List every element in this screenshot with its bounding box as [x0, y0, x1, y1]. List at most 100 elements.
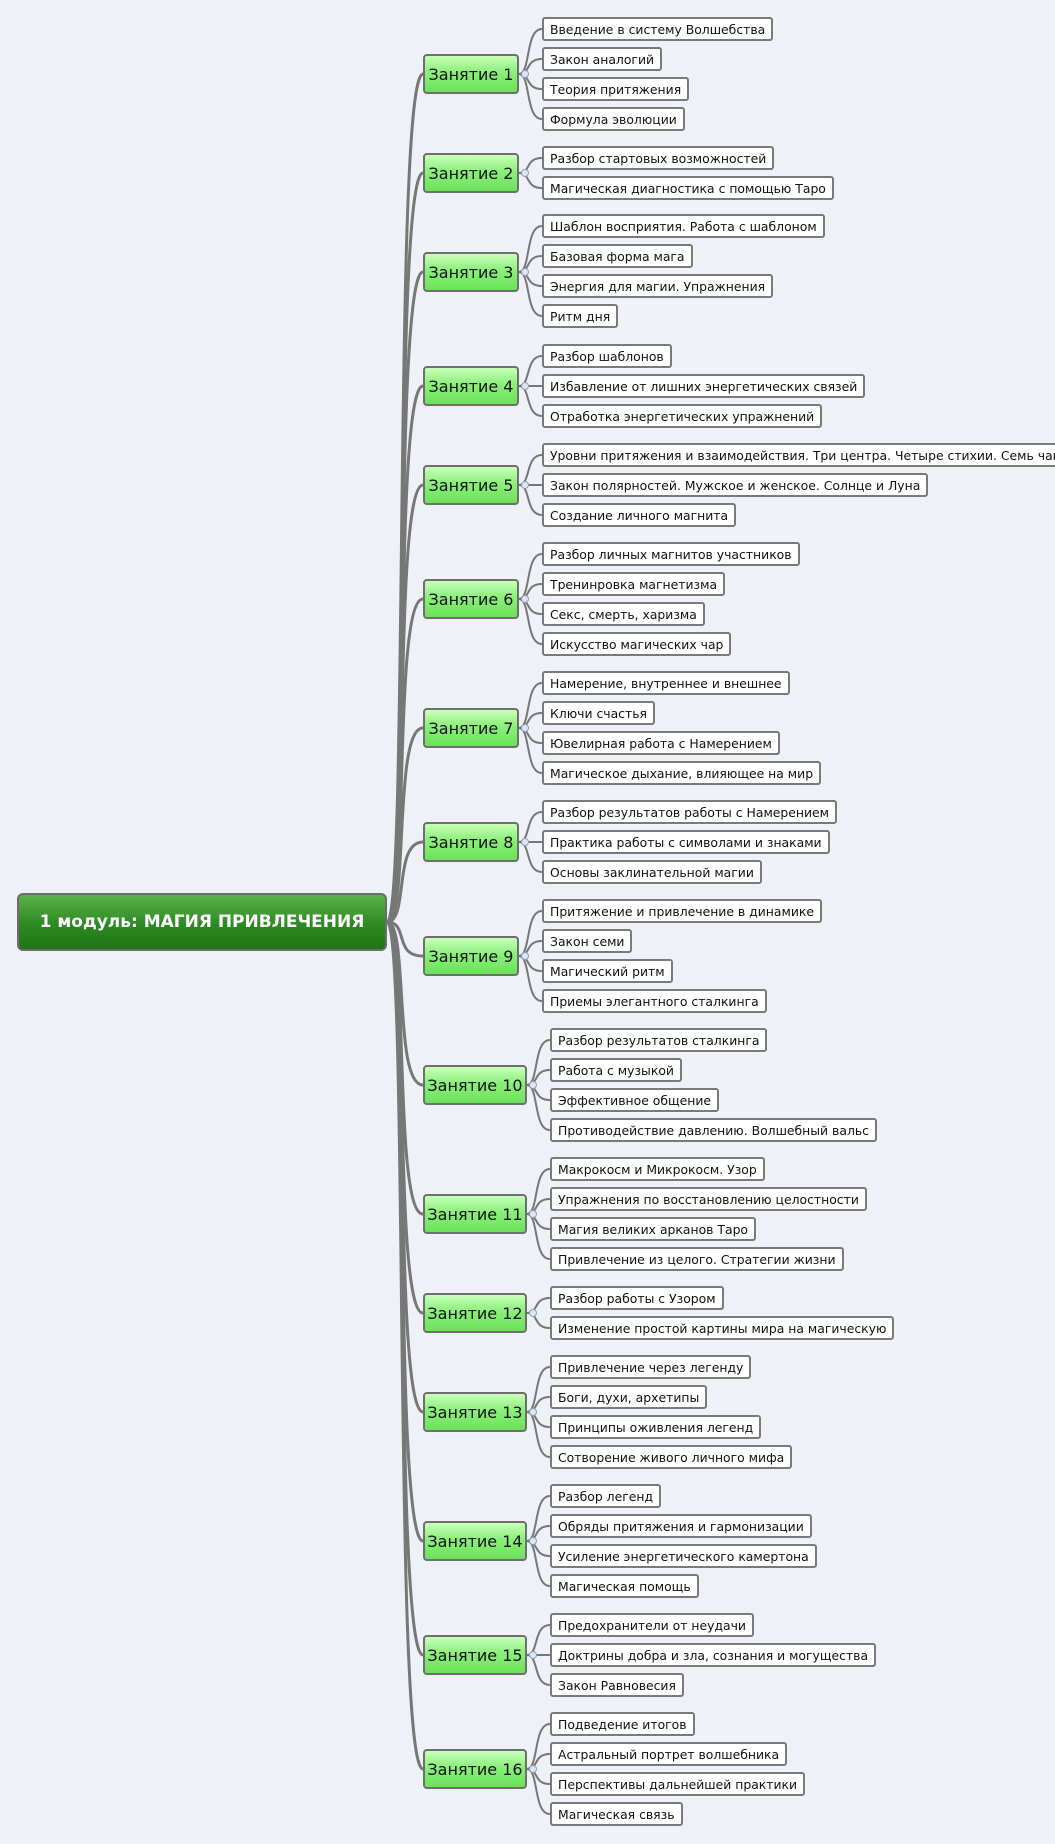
- topic-16-3[interactable]: Перспективы дальнейшей практики: [550, 1772, 806, 1796]
- lesson-node-5[interactable]: Занятие 5: [423, 465, 519, 505]
- connector-line: [526, 1768, 551, 1815]
- lesson-node-10[interactable]: Занятие 10: [423, 1065, 527, 1105]
- lesson-node-4[interactable]: Занятие 4: [423, 366, 519, 406]
- collapse-toggle-icon[interactable]: [521, 70, 529, 78]
- topic-6-4[interactable]: Искусство магических чар: [542, 632, 732, 656]
- topic-16-1[interactable]: Подведение итогов: [550, 1712, 695, 1736]
- lesson-node-2[interactable]: Занятие 2: [423, 153, 519, 193]
- connector-line: [518, 841, 543, 873]
- topic-10-3[interactable]: Эффективное общение: [550, 1088, 720, 1112]
- connector-line: [518, 598, 543, 645]
- topic-7-2[interactable]: Ключи счастья: [542, 701, 655, 725]
- topic-14-2[interactable]: Обряды притяжения и гармонизации: [550, 1514, 812, 1538]
- topic-2-2[interactable]: Магическая диагностика с помощью Таро: [542, 176, 834, 200]
- topic-5-1[interactable]: Уровни притяжения и взаимодействия. Три …: [542, 443, 1055, 467]
- topic-3-1[interactable]: Шаблон восприятия. Работа с шаблоном: [542, 214, 825, 238]
- topic-7-4[interactable]: Магическое дыхание, влияющее на мир: [542, 761, 822, 785]
- topic-10-1[interactable]: Разбор результатов сталкинга: [550, 1028, 768, 1052]
- topic-10-2[interactable]: Работа с музыкой: [550, 1058, 682, 1082]
- collapse-toggle-icon[interactable]: [529, 1651, 537, 1659]
- topic-6-1[interactable]: Разбор личных магнитов участников: [542, 542, 800, 566]
- topic-1-2[interactable]: Закон аналогий: [542, 47, 663, 71]
- lesson-node-3[interactable]: Занятие 3: [423, 252, 519, 292]
- collapse-toggle-icon[interactable]: [529, 1210, 537, 1218]
- topic-14-4[interactable]: Магическая помощь: [550, 1574, 699, 1598]
- topic-9-4[interactable]: Приемы элегантного сталкинга: [542, 989, 767, 1013]
- topic-14-1[interactable]: Разбор легенд: [550, 1484, 662, 1508]
- collapse-toggle-icon[interactable]: [529, 1408, 537, 1416]
- topic-4-2[interactable]: Избавление от лишних энергетических связ…: [542, 374, 866, 398]
- topic-13-1[interactable]: Привлечение через легенду: [550, 1355, 752, 1379]
- topic-7-1[interactable]: Намерение, внутреннее и внешнее: [542, 671, 790, 695]
- topic-12-1[interactable]: Разбор работы с Узором: [550, 1286, 724, 1310]
- topic-15-2[interactable]: Доктрины добра и зла, сознания и могущес…: [550, 1643, 877, 1667]
- collapse-toggle-icon[interactable]: [521, 169, 529, 177]
- topic-1-3[interactable]: Теория притяжения: [542, 77, 690, 101]
- topic-13-4[interactable]: Сотворение живого личного мифа: [550, 1445, 793, 1469]
- topic-1-1[interactable]: Введение в систему Волшебства: [542, 17, 774, 41]
- lesson-node-8[interactable]: Занятие 8: [423, 822, 519, 862]
- topic-5-3[interactable]: Создание личного магнита: [542, 503, 737, 527]
- topic-11-3[interactable]: Магия великих арканов Таро: [550, 1217, 757, 1241]
- connector-line: [386, 920, 424, 958]
- topic-8-3[interactable]: Основы заклинательной магии: [542, 860, 762, 884]
- topic-16-2[interactable]: Астральный портрет волшебника: [550, 1742, 788, 1766]
- topic-15-3[interactable]: Закон Равновесия: [550, 1673, 684, 1697]
- topic-8-2[interactable]: Практика работы с символами и знаками: [542, 830, 830, 854]
- topic-1-4[interactable]: Формула эволюции: [542, 107, 685, 131]
- collapse-toggle-icon[interactable]: [529, 1537, 537, 1545]
- collapse-toggle-icon[interactable]: [521, 595, 529, 603]
- topic-15-1[interactable]: Предохранители от неудачи: [550, 1613, 754, 1637]
- topic-9-3[interactable]: Магический ритм: [542, 959, 673, 983]
- collapse-toggle-icon[interactable]: [529, 1765, 537, 1773]
- collapse-toggle-icon[interactable]: [521, 268, 529, 276]
- lesson-node-6[interactable]: Занятие 6: [423, 579, 519, 619]
- root-topic[interactable]: 1 модуль: МАГИЯ ПРИВЛЕЧЕНИЯ: [17, 893, 387, 951]
- connector-line: [526, 1495, 551, 1542]
- topic-7-3[interactable]: Ювелирная работа с Намерением: [542, 731, 780, 755]
- collapse-toggle-icon[interactable]: [521, 382, 529, 390]
- lesson-node-9[interactable]: Занятие 9: [423, 936, 519, 976]
- connector-line: [518, 811, 543, 843]
- collapse-toggle-icon[interactable]: [529, 1309, 537, 1317]
- collapse-toggle-icon[interactable]: [521, 838, 529, 846]
- topic-12-2[interactable]: Изменение простой картины мира на магиче…: [550, 1316, 895, 1340]
- topic-16-4[interactable]: Магическая связь: [550, 1802, 683, 1826]
- collapse-toggle-icon[interactable]: [529, 1081, 537, 1089]
- collapse-toggle-icon[interactable]: [521, 952, 529, 960]
- connector-line: [526, 1723, 551, 1770]
- topic-11-1[interactable]: Макрокосм и Микрокосм. Узор: [550, 1157, 765, 1181]
- connector-line: [526, 1039, 551, 1086]
- topic-9-1[interactable]: Притяжение и привлечение в динамике: [542, 899, 822, 923]
- connector-line: [518, 73, 543, 120]
- topic-13-2[interactable]: Боги, духи, архетипы: [550, 1385, 708, 1409]
- topic-3-3[interactable]: Энергия для магии. Упражнения: [542, 274, 774, 298]
- topic-8-1[interactable]: Разбор результатов работы с Намерением: [542, 800, 838, 824]
- topic-10-4[interactable]: Противодействие давлению. Волшебный валь…: [550, 1118, 877, 1142]
- collapse-toggle-icon[interactable]: [521, 724, 529, 732]
- lesson-node-7[interactable]: Занятие 7: [423, 708, 519, 748]
- topic-2-1[interactable]: Разбор стартовых возможностей: [542, 146, 775, 170]
- topic-6-3[interactable]: Секс, смерть, харизма: [542, 602, 705, 626]
- topic-11-4[interactable]: Привлечение из целого. Стратегии жизни: [550, 1247, 844, 1271]
- topic-11-2[interactable]: Упражнения по восстановлению целостности: [550, 1187, 867, 1211]
- lesson-node-15[interactable]: Занятие 15: [423, 1635, 527, 1675]
- lesson-node-12[interactable]: Занятие 12: [423, 1293, 527, 1333]
- topic-4-1[interactable]: Разбор шаблонов: [542, 344, 672, 368]
- connector-line: [518, 484, 543, 516]
- lesson-node-16[interactable]: Занятие 16: [423, 1749, 527, 1789]
- topic-3-4[interactable]: Ритм дня: [542, 304, 619, 328]
- lesson-node-1[interactable]: Занятие 1: [423, 54, 519, 94]
- lesson-node-14[interactable]: Занятие 14: [423, 1521, 527, 1561]
- collapse-toggle-icon[interactable]: [521, 481, 529, 489]
- topic-14-3[interactable]: Усиление энергетического камертона: [550, 1544, 817, 1568]
- lesson-node-13[interactable]: Занятие 13: [423, 1392, 527, 1432]
- topic-6-2[interactable]: Тренинровка магнетизма: [542, 572, 726, 596]
- topic-13-3[interactable]: Принципы оживления легенд: [550, 1415, 762, 1439]
- lesson-node-11[interactable]: Занятие 11: [423, 1194, 527, 1234]
- topic-4-3[interactable]: Отработка энергетических упражнений: [542, 404, 823, 428]
- connector-line: [518, 910, 543, 957]
- topic-3-2[interactable]: Базовая форма мага: [542, 244, 693, 268]
- topic-5-2[interactable]: Закон полярностей. Мужское и женское. Со…: [542, 473, 929, 497]
- topic-9-2[interactable]: Закон семи: [542, 929, 633, 953]
